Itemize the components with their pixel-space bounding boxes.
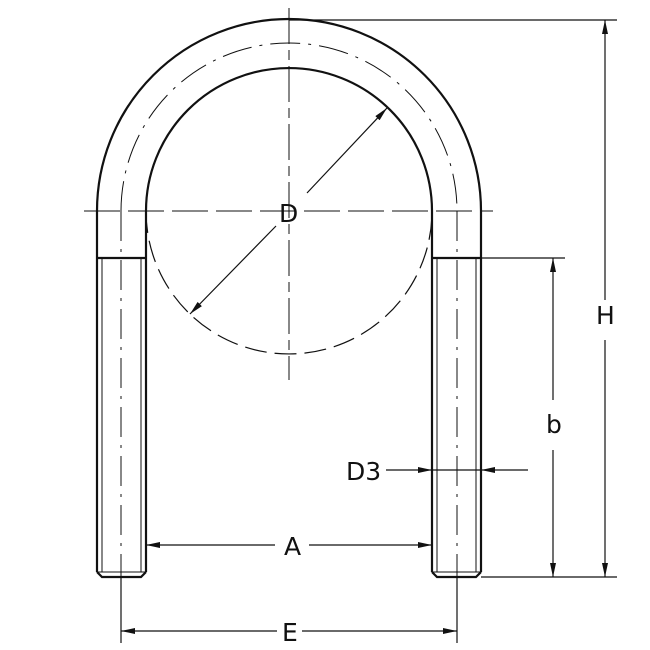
- thread-lines: [97, 258, 481, 573]
- label-d3: D3: [346, 457, 381, 486]
- label-h: H: [596, 301, 615, 330]
- label-a: A: [284, 532, 301, 561]
- circle-d-lower: [145, 210, 433, 355]
- extension-lines: [120, 19, 617, 643]
- axis-lines: [84, 8, 493, 380]
- dimension-d: [189, 107, 388, 315]
- label-e: E: [282, 618, 298, 647]
- label-b: b: [546, 410, 562, 439]
- label-d: D: [279, 199, 298, 228]
